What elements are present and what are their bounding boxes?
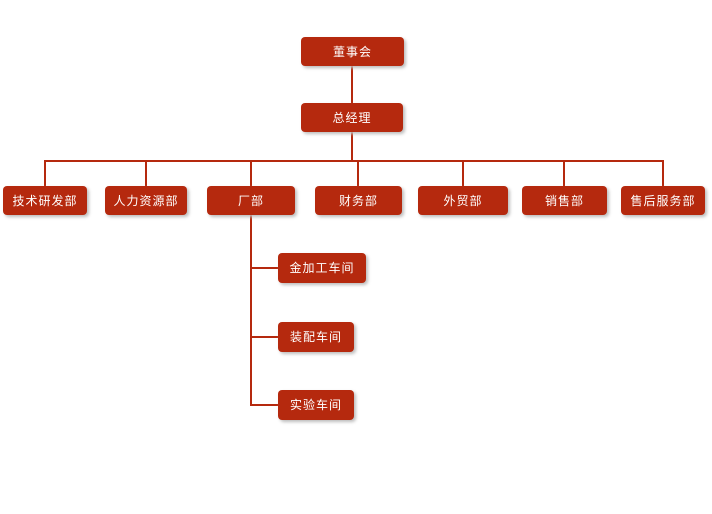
node-experiment-workshop: 实验车间 bbox=[278, 390, 354, 420]
connector-drop-sales bbox=[563, 160, 565, 186]
node-sales: 销售部 bbox=[522, 186, 607, 215]
connector-drop-foreign-trade bbox=[462, 160, 464, 186]
connector-gm-to-bus bbox=[351, 132, 353, 162]
node-after-sales-label: 售后服务部 bbox=[630, 193, 696, 208]
node-general-manager: 总经理 bbox=[301, 103, 403, 132]
node-finance-label: 财务部 bbox=[338, 193, 378, 208]
connector-horizontal-bus bbox=[44, 160, 664, 162]
node-board-label: 董事会 bbox=[332, 44, 372, 59]
node-sales-label: 销售部 bbox=[544, 193, 584, 208]
node-tech-rd-label: 技术研发部 bbox=[12, 193, 78, 208]
connector-stub-metal-workshop bbox=[252, 267, 278, 269]
node-experiment-workshop-label: 实验车间 bbox=[289, 398, 342, 412]
connector-drop-after-sales bbox=[662, 160, 664, 186]
node-finance: 财务部 bbox=[315, 186, 402, 215]
connector-drop-finance bbox=[357, 160, 359, 186]
node-hr-label: 人力资源部 bbox=[113, 193, 179, 208]
node-metal-workshop: 金加工车间 bbox=[278, 253, 366, 283]
node-tech-rd: 技术研发部 bbox=[3, 186, 87, 215]
node-hr: 人力资源部 bbox=[105, 186, 187, 215]
connector-stub-experiment-workshop bbox=[252, 404, 278, 406]
connector-board-to-gm bbox=[351, 66, 353, 103]
node-assembly-workshop-label: 装配车间 bbox=[289, 330, 342, 344]
node-assembly-workshop: 装配车间 bbox=[278, 322, 354, 352]
node-metal-workshop-label: 金加工车间 bbox=[289, 261, 355, 275]
node-foreign-trade-label: 外贸部 bbox=[443, 193, 483, 208]
connector-factory-vertical bbox=[250, 215, 252, 406]
node-general-manager-label: 总经理 bbox=[332, 110, 372, 125]
connector-drop-factory bbox=[250, 160, 252, 186]
connector-drop-hr bbox=[145, 160, 147, 186]
node-board: 董事会 bbox=[301, 37, 404, 66]
connector-stub-assembly-workshop bbox=[252, 336, 278, 338]
connector-drop-tech-rd bbox=[44, 160, 46, 186]
node-factory-label: 厂部 bbox=[237, 193, 264, 208]
node-factory: 厂部 bbox=[207, 186, 295, 215]
node-foreign-trade: 外贸部 bbox=[418, 186, 508, 215]
node-after-sales: 售后服务部 bbox=[621, 186, 705, 215]
